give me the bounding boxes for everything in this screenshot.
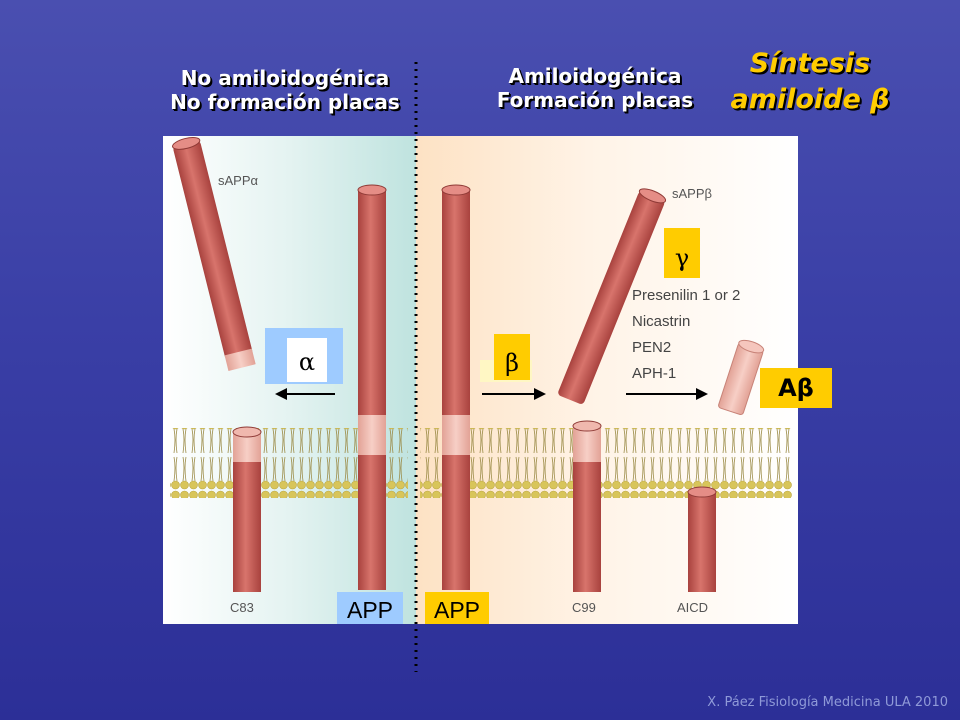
membrane-right [420, 428, 792, 498]
app-rod-right [441, 184, 471, 590]
beta-arrowhead [534, 388, 546, 400]
app-left-badge-bg [337, 592, 403, 624]
gamma-component-2: Nicastrin [632, 313, 690, 330]
label-sapp-beta: sAPPβ [672, 186, 712, 201]
title-mid-line1: Amiloidogénica [508, 64, 682, 88]
title-mid-line2: Formación placas [496, 88, 694, 112]
abeta-symbol: Aβ [778, 374, 814, 402]
app-right-label: APP [434, 597, 480, 623]
aicd-rod [687, 486, 717, 592]
title-left-line1: No amiloidogénica [180, 66, 390, 90]
gamma-badge-bg [664, 228, 700, 278]
footer-credit: X. Páez Fisiología Medicina ULA 2010 [707, 695, 948, 710]
title-left-line2: No formación placas [170, 90, 400, 114]
gamma-component-3: PEN2 [632, 339, 671, 356]
abeta-badge-bg [760, 368, 832, 408]
app-rod-left [357, 184, 387, 590]
app-left-label: APP [347, 597, 393, 623]
beta-symbol: β [505, 349, 519, 377]
c99-rod [572, 420, 602, 592]
abeta-fragment [718, 339, 765, 416]
label-sapp-alpha: sAPPα [218, 173, 259, 188]
label-c99: C99 [572, 600, 596, 615]
gamma-arrowhead [696, 388, 708, 400]
gamma-symbol: γ [675, 244, 689, 272]
title-synthesis: Síntesis amiloide β [700, 46, 920, 118]
c83-rod [232, 426, 262, 592]
title-synth-line1: Síntesis [749, 48, 871, 79]
gamma-component-1: Presenilin 1 or 2 [632, 287, 740, 304]
app-right-badge-bg [425, 592, 489, 624]
label-c83: C83 [230, 600, 254, 615]
beta-badge-bg [494, 334, 530, 380]
title-amyloidogenic: Amiloidogénica Formación placas [450, 64, 740, 112]
sapp-alpha-rod [172, 136, 256, 371]
alpha-symbol: α [299, 348, 315, 376]
title-synth-line2: amiloide β [730, 84, 890, 115]
alpha-arrowhead [275, 388, 287, 400]
sapp-beta-rod [558, 188, 667, 404]
label-aicd: AICD [677, 600, 708, 615]
gamma-component-4: APH-1 [632, 365, 676, 382]
title-non-amyloidogenic: No amiloidogénica No formación placas [150, 66, 420, 114]
alpha-badge-inner [287, 338, 327, 382]
